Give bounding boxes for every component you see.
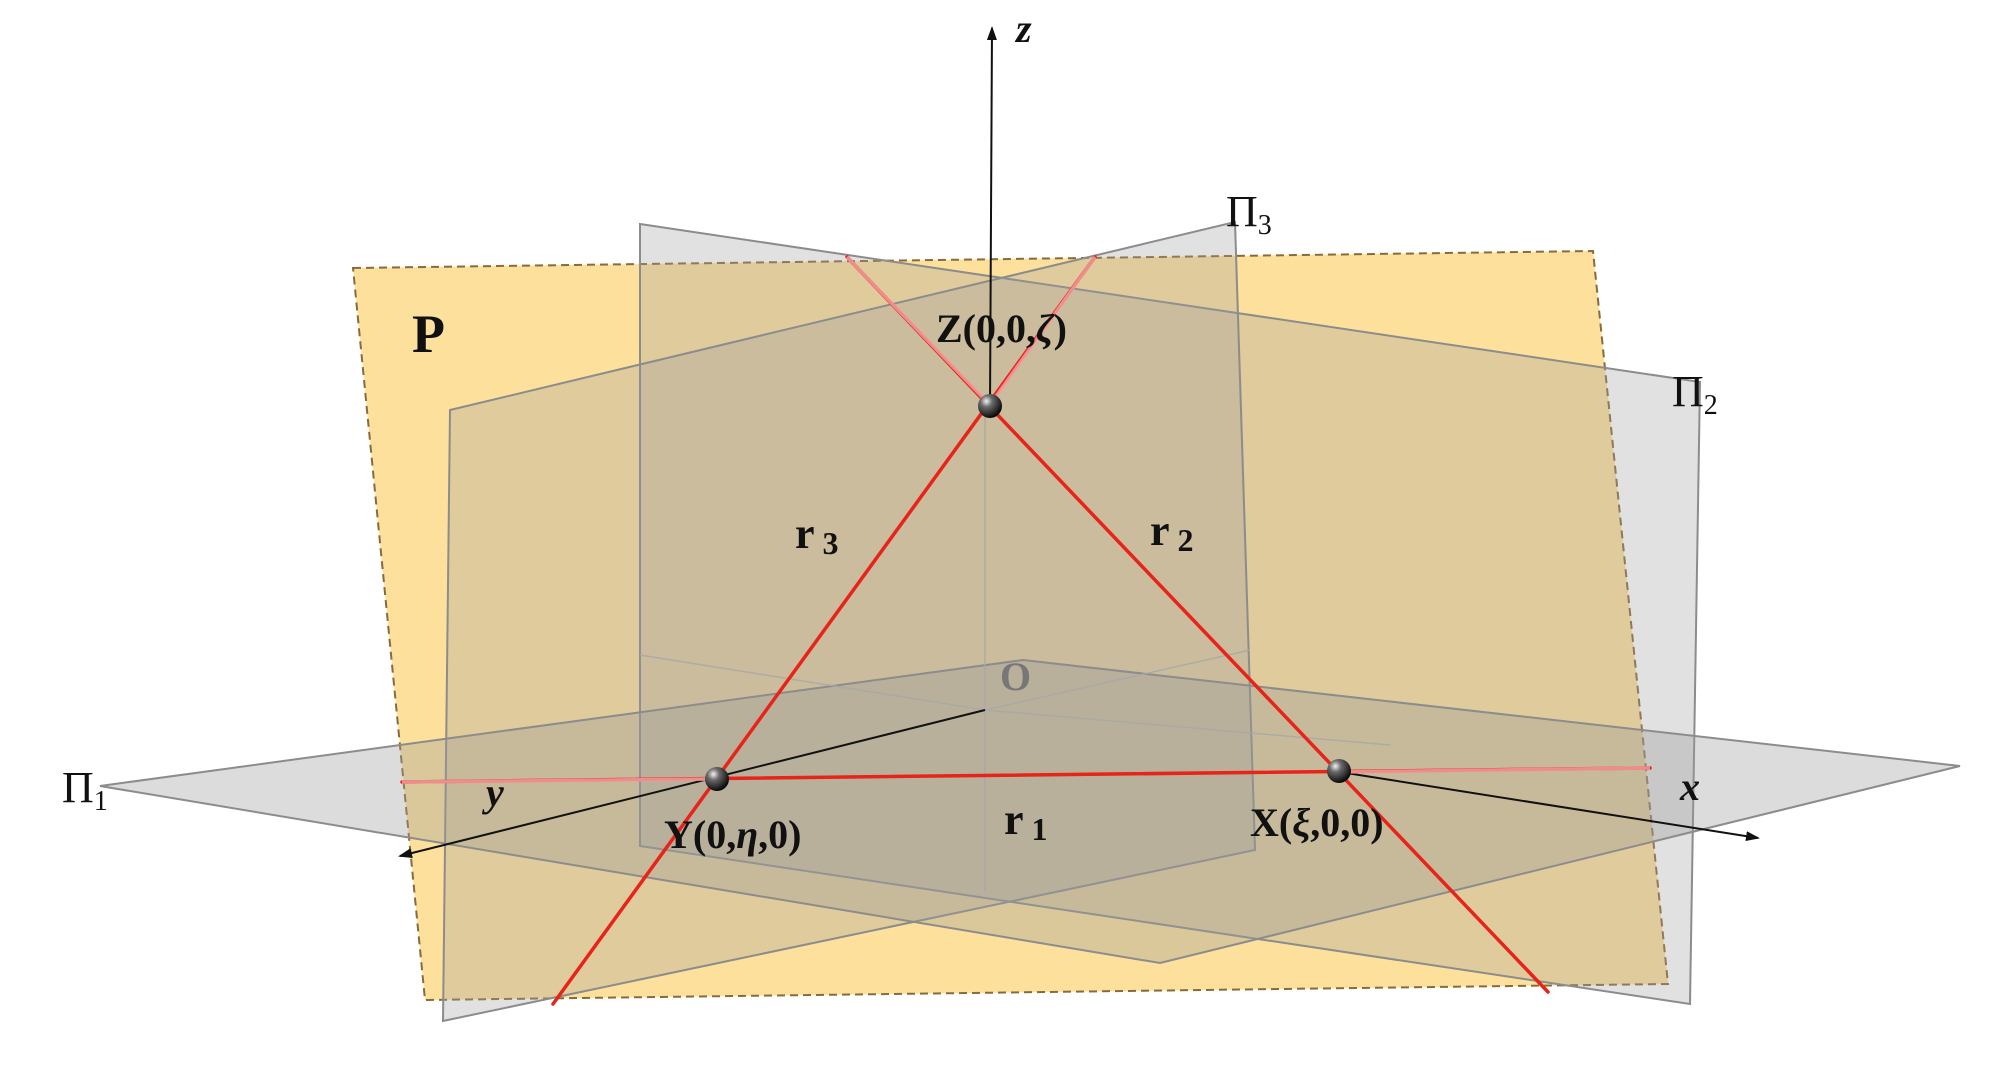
plane-pi2 <box>639 222 1702 1006</box>
label-pi3: Π3 <box>1226 187 1272 241</box>
plane-pi1 <box>99 658 1961 965</box>
point-Z-marker <box>978 394 1002 418</box>
plane-pi3 <box>441 220 1257 1023</box>
label-pi2: Π2 <box>1672 367 1718 421</box>
y-axis <box>398 709 986 858</box>
label-point-Z: Z(0,0,ζ) <box>936 306 1067 351</box>
x-axis <box>1339 771 1760 842</box>
label-z-axis: z <box>1014 6 1032 51</box>
label-plane-P: P <box>412 304 445 364</box>
guide-lines <box>639 400 1391 890</box>
z-axis <box>986 26 997 406</box>
point-X-marker <box>1327 759 1351 783</box>
point-Y-marker <box>705 767 729 791</box>
label-point-X: X(ξ,0,0) <box>1250 800 1384 845</box>
label-origin: O <box>1000 654 1031 699</box>
label-pi1: Π1 <box>62 763 108 817</box>
red-lines-faded <box>401 255 1651 784</box>
label-x-axis: x <box>1679 764 1700 809</box>
label-point-Y: Y(0,η,0) <box>664 812 802 857</box>
label-y-axis: y <box>482 770 504 815</box>
plane-P <box>351 249 1670 1002</box>
